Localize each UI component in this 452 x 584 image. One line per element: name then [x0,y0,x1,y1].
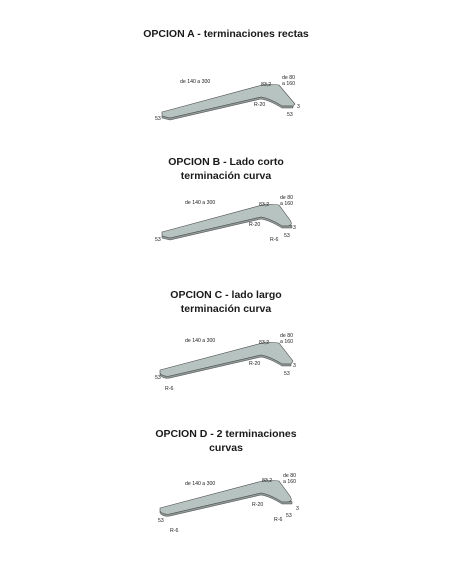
countertop-shape [159,479,293,517]
end-radius-right-label: R-6 [270,237,278,243]
corner-label: 83,2 [259,340,269,346]
end-radius-right-label: R-6 [274,517,282,523]
length-label: de 140 a 300 [185,481,215,487]
thickness-label: 3 [297,104,300,110]
thickness-label: 3 [296,506,299,512]
countertop-shape [161,83,296,121]
length-label: de 140 a 300 [185,338,215,344]
corner-label: 83,2 [261,82,271,88]
end-radius-left-label: R-6 [170,528,178,534]
radius-label: R-20 [252,502,263,508]
depth-right-label: 53 [284,371,290,377]
option-d-title: OPCION D - 2 terminaciones curvas [155,428,297,454]
thickness-label: 3 [293,225,296,231]
thickness-label: 3 [293,363,296,369]
depth-left-label: 53 [155,375,161,381]
depth-right-label: 53 [287,112,293,118]
depth-left-label: 53 [158,518,164,524]
depth-left-label: 53 [155,237,161,243]
corner-label: 83,2 [259,202,269,208]
radius-label: R-20 [254,102,265,108]
length-label: de 140 a 300 [185,200,215,206]
countertop-shape [161,203,293,241]
option-a-title: OPCION A - terminaciones rectas [143,28,309,40]
option-b-title: OPCION B - Lado corto terminación curva [168,156,284,182]
countertop-shape [159,341,294,379]
option-c-title: OPCION C - lado largo terminación curva [170,289,282,315]
radius-label: R-20 [249,222,260,228]
depth-right-label: 53 [284,233,290,239]
end-radius-left-label: R-6 [165,386,173,392]
corner-label: 83,2 [262,478,272,484]
depth-right-label: 53 [286,513,292,519]
length-label: de 140 a 300 [180,79,210,85]
depth-left-label: 53 [155,116,161,122]
radius-label: R-20 [249,361,260,367]
